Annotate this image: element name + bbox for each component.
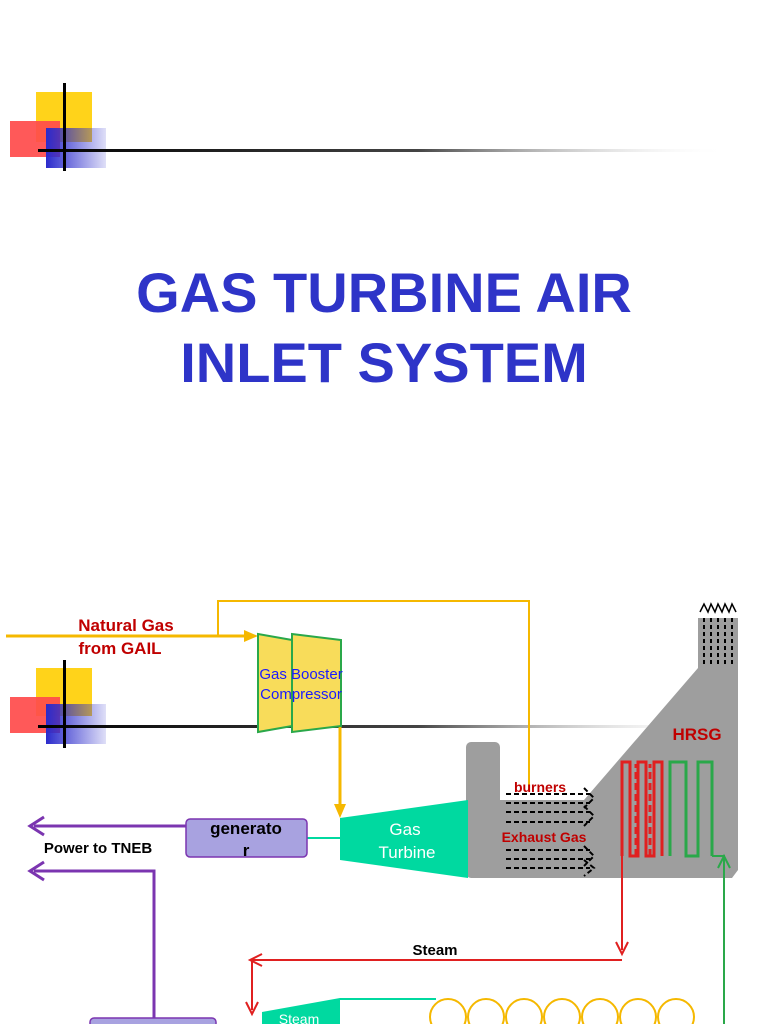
- steam-turbine-label: Steam: [279, 1011, 319, 1024]
- steam-turbine: [262, 998, 340, 1024]
- blue-square: [46, 704, 106, 744]
- arrow-up-icon: [717, 853, 731, 869]
- gas-turbine-label-2: Turbine: [378, 843, 435, 862]
- combustion-chamber: [466, 742, 500, 878]
- gas-turbine-label-1: Gas: [389, 820, 420, 839]
- arrow-down-icon: [615, 941, 629, 957]
- arrow-right-icon: [244, 630, 258, 642]
- arrow-down-icon: [334, 804, 346, 818]
- vertical-rule: [63, 83, 66, 171]
- arrow-left-icon: [27, 815, 45, 837]
- hrsg-unit: [466, 602, 738, 878]
- natural-gas-label: Natural Gas: [78, 616, 173, 635]
- horizontal-rule: [38, 725, 728, 728]
- gas-supply-line: [6, 600, 530, 818]
- slide-decoration-bottom: [10, 660, 728, 748]
- power-lines: [27, 815, 186, 1024]
- economizer-coil: [668, 760, 714, 858]
- gas-turbine: [340, 800, 468, 878]
- title-line-2: INLET SYSTEM: [180, 331, 588, 394]
- burners-label: burners: [514, 779, 566, 795]
- generator-label-1: generato: [210, 819, 282, 838]
- arrow-left-icon: [247, 953, 263, 967]
- arrow-left-icon: [27, 860, 45, 882]
- generator: [185, 818, 308, 858]
- exhaust-arrows-icon: [506, 787, 596, 877]
- stack-arrows-icon: [699, 602, 737, 614]
- blue-square: [46, 128, 106, 168]
- from-gail-label: from GAIL: [78, 639, 161, 658]
- title-line-1: GAS TURBINE AIR: [136, 261, 632, 324]
- steam-generator: [89, 1017, 217, 1024]
- slide-decoration-top: [10, 83, 728, 171]
- exhaust-gas-label: Exhaust Gas: [502, 829, 587, 845]
- booster-label-2: Compressor: [260, 686, 342, 703]
- hrsg-label: HRSG: [672, 725, 721, 744]
- superheater-coil-dashed: [634, 764, 652, 856]
- horizontal-rule: [38, 149, 728, 152]
- generator-label-2: r: [243, 841, 250, 860]
- power-to-tneb-label: Power to TNEB: [44, 840, 153, 857]
- steam-label: Steam: [412, 942, 457, 959]
- gas-booster-compressor: [257, 632, 342, 734]
- steam-line: [245, 856, 629, 1017]
- slide-title: GAS TURBINE AIR INLET SYSTEM: [0, 258, 768, 398]
- arrow-down-icon: [245, 1001, 259, 1017]
- stack-exhaust-icon: [703, 618, 733, 666]
- booster-label-1: Gas Booster: [259, 666, 342, 683]
- superheater-coil: [620, 760, 664, 858]
- condenser-coils: [429, 998, 695, 1024]
- vertical-rule: [63, 660, 66, 748]
- feedwater-line: [712, 853, 731, 1024]
